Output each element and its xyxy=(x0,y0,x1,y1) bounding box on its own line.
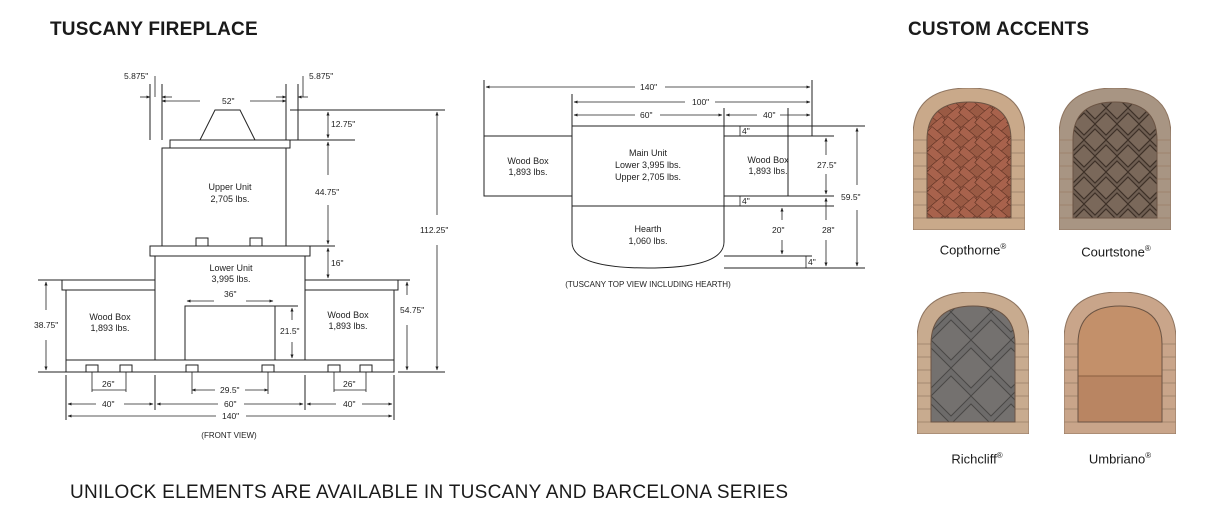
accent-swatch-courtstone xyxy=(1059,88,1171,230)
dim-1275: 12.75" xyxy=(331,119,355,129)
dim-215: 21.5" xyxy=(280,326,300,336)
accent-label-courtstone: Courtstone® xyxy=(1036,244,1196,259)
mantel xyxy=(169,139,291,149)
top-hearth-weight: 1,060 lbs. xyxy=(628,236,667,246)
dim-26-right: 26" xyxy=(343,379,355,389)
accent-label-copthorne: Copthorne® xyxy=(893,242,1053,257)
lower-unit-label: Lower Unit xyxy=(209,263,253,273)
dim-5475: 54.75" xyxy=(400,305,424,315)
top-hearth xyxy=(571,205,725,269)
accent-label-richcliff: Richcliff® xyxy=(897,451,1057,466)
registered-mark: ® xyxy=(1145,451,1152,460)
dim-5875-right: 5.875" xyxy=(309,71,333,81)
top-wood-box-right xyxy=(723,135,789,197)
registered-mark: ® xyxy=(1000,242,1007,251)
top-dim-4-bottom: 4" xyxy=(808,257,816,267)
series-availability-note: UNILOCK ELEMENTS ARE AVAILABLE IN TUSCAN… xyxy=(70,482,789,503)
accent-name: Richcliff xyxy=(951,451,997,467)
top-dim-20: 20" xyxy=(772,225,784,235)
top-dim-140: 140" xyxy=(640,82,657,92)
top-main-unit-upper: Upper 2,705 lbs. xyxy=(615,172,681,182)
accents-title: CUSTOM ACCENTS xyxy=(908,19,1090,40)
top-wood-box-right-weight: 1,893 lbs. xyxy=(748,166,787,176)
upper-unit-label: Upper Unit xyxy=(208,182,252,192)
top-wood-box-left-label: Wood Box xyxy=(507,156,549,166)
top-dim-4-mid: 4" xyxy=(742,196,750,206)
top-wood-box-left xyxy=(483,135,573,197)
dim-16: 16" xyxy=(331,258,343,268)
wood-box-right-weight: 1,893 lbs. xyxy=(328,321,367,331)
front-view-caption: (FRONT VIEW) xyxy=(201,431,257,440)
accent-swatch-copthorne xyxy=(913,88,1025,230)
registered-mark: ® xyxy=(1144,244,1151,253)
top-dim-595: 59.5" xyxy=(841,192,861,202)
top-wood-box-right-label: Wood Box xyxy=(747,155,789,165)
top-dim-4-top: 4" xyxy=(742,126,750,136)
lower-unit-weight: 3,995 lbs. xyxy=(211,274,250,284)
dim-52: 52" xyxy=(222,96,234,106)
accent-name: Umbriano xyxy=(1088,451,1146,467)
accent-name: Copthorne xyxy=(939,242,1001,258)
top-main-unit-label: Main Unit xyxy=(629,148,668,158)
top-dim-40: 40" xyxy=(763,110,775,120)
top-dim-28: 28" xyxy=(822,225,834,235)
accent-swatch-richcliff xyxy=(917,292,1029,434)
top-hearth-label: Hearth xyxy=(634,224,661,234)
top-view-caption: (TUSCANY TOP VIEW INCLUDING HEARTH) xyxy=(565,280,731,289)
accent-swatch-umbriano xyxy=(1064,292,1176,434)
top-wood-box-left-weight: 1,893 lbs. xyxy=(508,167,547,177)
fireplace-title: TUSCANY FIREPLACE xyxy=(50,19,258,40)
firebox xyxy=(184,305,276,361)
top-dim-275: 27.5" xyxy=(817,160,837,170)
top-view-diagram: 140" 100" 60" 40" 4" 27.5" 59.5" 4" 20" … xyxy=(483,80,865,289)
top-main-unit-lower: Lower 3,995 lbs. xyxy=(615,160,681,170)
dim-5875-left: 5.875" xyxy=(124,71,148,81)
top-dim-100: 100" xyxy=(692,97,709,107)
front-view-diagram: 5.875" 5.875" 52" 12.75" 44.75" 16" 112.… xyxy=(34,71,448,440)
top-dim-60: 60" xyxy=(640,110,652,120)
dim-26-left: 26" xyxy=(102,379,114,389)
wood-box-left-weight: 1,893 lbs. xyxy=(90,323,129,333)
accent-name: Courtstone xyxy=(1081,244,1145,260)
dim-36: 36" xyxy=(224,289,236,299)
registered-mark: ® xyxy=(996,451,1003,460)
dim-3875: 38.75" xyxy=(34,320,58,330)
dim-40-right: 40" xyxy=(343,399,355,409)
dim-295: 29.5" xyxy=(220,385,240,395)
wood-box-right-label: Wood Box xyxy=(327,310,369,320)
chimney-cap xyxy=(199,109,256,141)
upper-unit-weight: 2,705 lbs. xyxy=(210,194,249,204)
dim-60: 60" xyxy=(224,399,236,409)
dim-11225: 112.25" xyxy=(420,225,448,235)
dim-140: 140" xyxy=(222,411,239,421)
dim-40-left: 40" xyxy=(102,399,114,409)
wood-box-left-label: Wood Box xyxy=(89,312,131,322)
dim-4475: 44.75" xyxy=(315,187,339,197)
accent-label-umbriano: Umbriano® xyxy=(1040,451,1200,466)
